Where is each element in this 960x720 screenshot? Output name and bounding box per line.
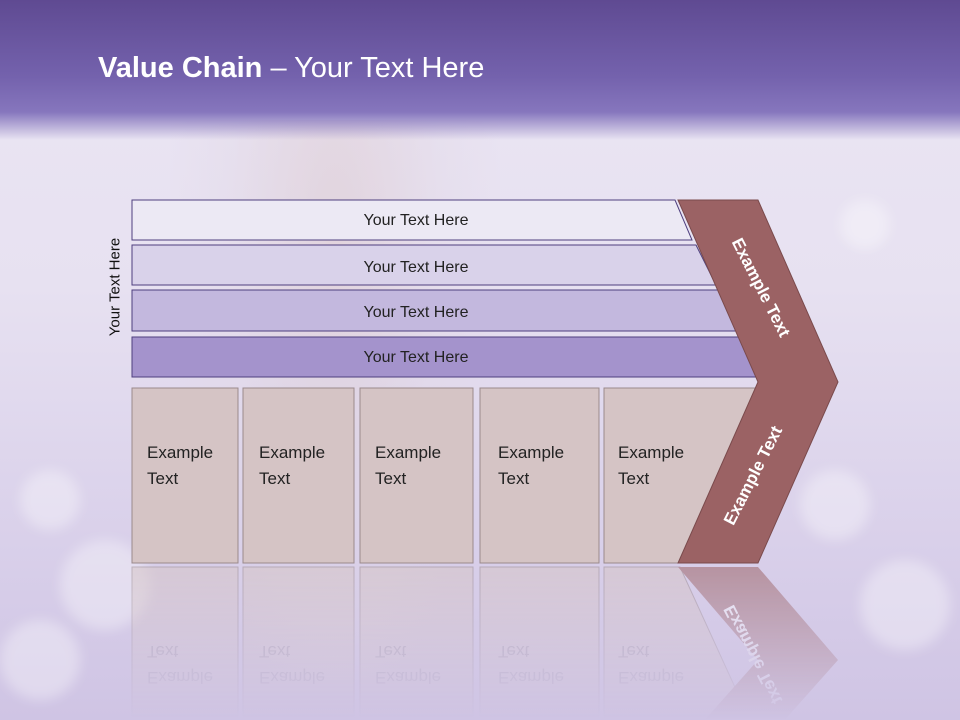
slide-title: Value Chain – Your Text Here xyxy=(98,52,484,85)
reflection-cell-5-line2: Text xyxy=(618,642,649,661)
title-banner: Value Chain – Your Text Here xyxy=(0,0,960,140)
reflection-cell-1-line1: Example xyxy=(147,668,213,687)
reflection-cell-4-line1: Example xyxy=(498,668,564,687)
title-bold: Value Chain xyxy=(98,52,263,84)
cell-3-line2: Text xyxy=(375,469,406,488)
bar-3-label: Your Text Here xyxy=(364,304,469,321)
bokeh-light xyxy=(840,200,890,250)
cell-1 xyxy=(131,387,239,564)
bokeh-light xyxy=(860,560,950,650)
reflection-cell-3-line1: Example xyxy=(375,668,441,687)
chevron-arrow xyxy=(677,199,839,564)
cell-3-line1: Example xyxy=(375,443,441,462)
cell-2 xyxy=(242,387,355,564)
reflection-cell-4-line2: Text xyxy=(498,642,529,661)
reflection-cell-5-line1: Example xyxy=(618,668,684,687)
reflection-cell-1-line2: Text xyxy=(147,642,178,661)
reflection-cell-2-line2: Text xyxy=(259,642,290,661)
cell-2-line2: Text xyxy=(259,469,290,488)
bar-4-label: Your Text Here xyxy=(364,349,469,366)
diagram-reflection: Example Text Example Text Example Text E… xyxy=(131,566,838,720)
cell-3 xyxy=(359,387,474,564)
cell-4-line1: Example xyxy=(498,443,564,462)
cell-2-line1: Example xyxy=(259,443,325,462)
bar-1 xyxy=(131,199,693,241)
bokeh-light xyxy=(20,470,80,530)
bar-2-label: Your Text Here xyxy=(364,259,469,276)
cell-5-line1: Example xyxy=(618,443,684,462)
cell-4-line2: Text xyxy=(498,469,529,488)
reflection-cell-2-line1: Example xyxy=(259,668,325,687)
bokeh-light xyxy=(800,470,870,540)
bokeh-light xyxy=(0,620,80,700)
reflection-cell-3-line2: Text xyxy=(375,642,406,661)
cell-5-line2: Text xyxy=(618,469,649,488)
bar-1-label: Your Text Here xyxy=(364,212,469,229)
title-rest: – Your Text Here xyxy=(262,52,485,84)
cell-1-line1: Example xyxy=(147,443,213,462)
cell-1-line2: Text xyxy=(147,469,178,488)
cell-4 xyxy=(479,387,600,564)
